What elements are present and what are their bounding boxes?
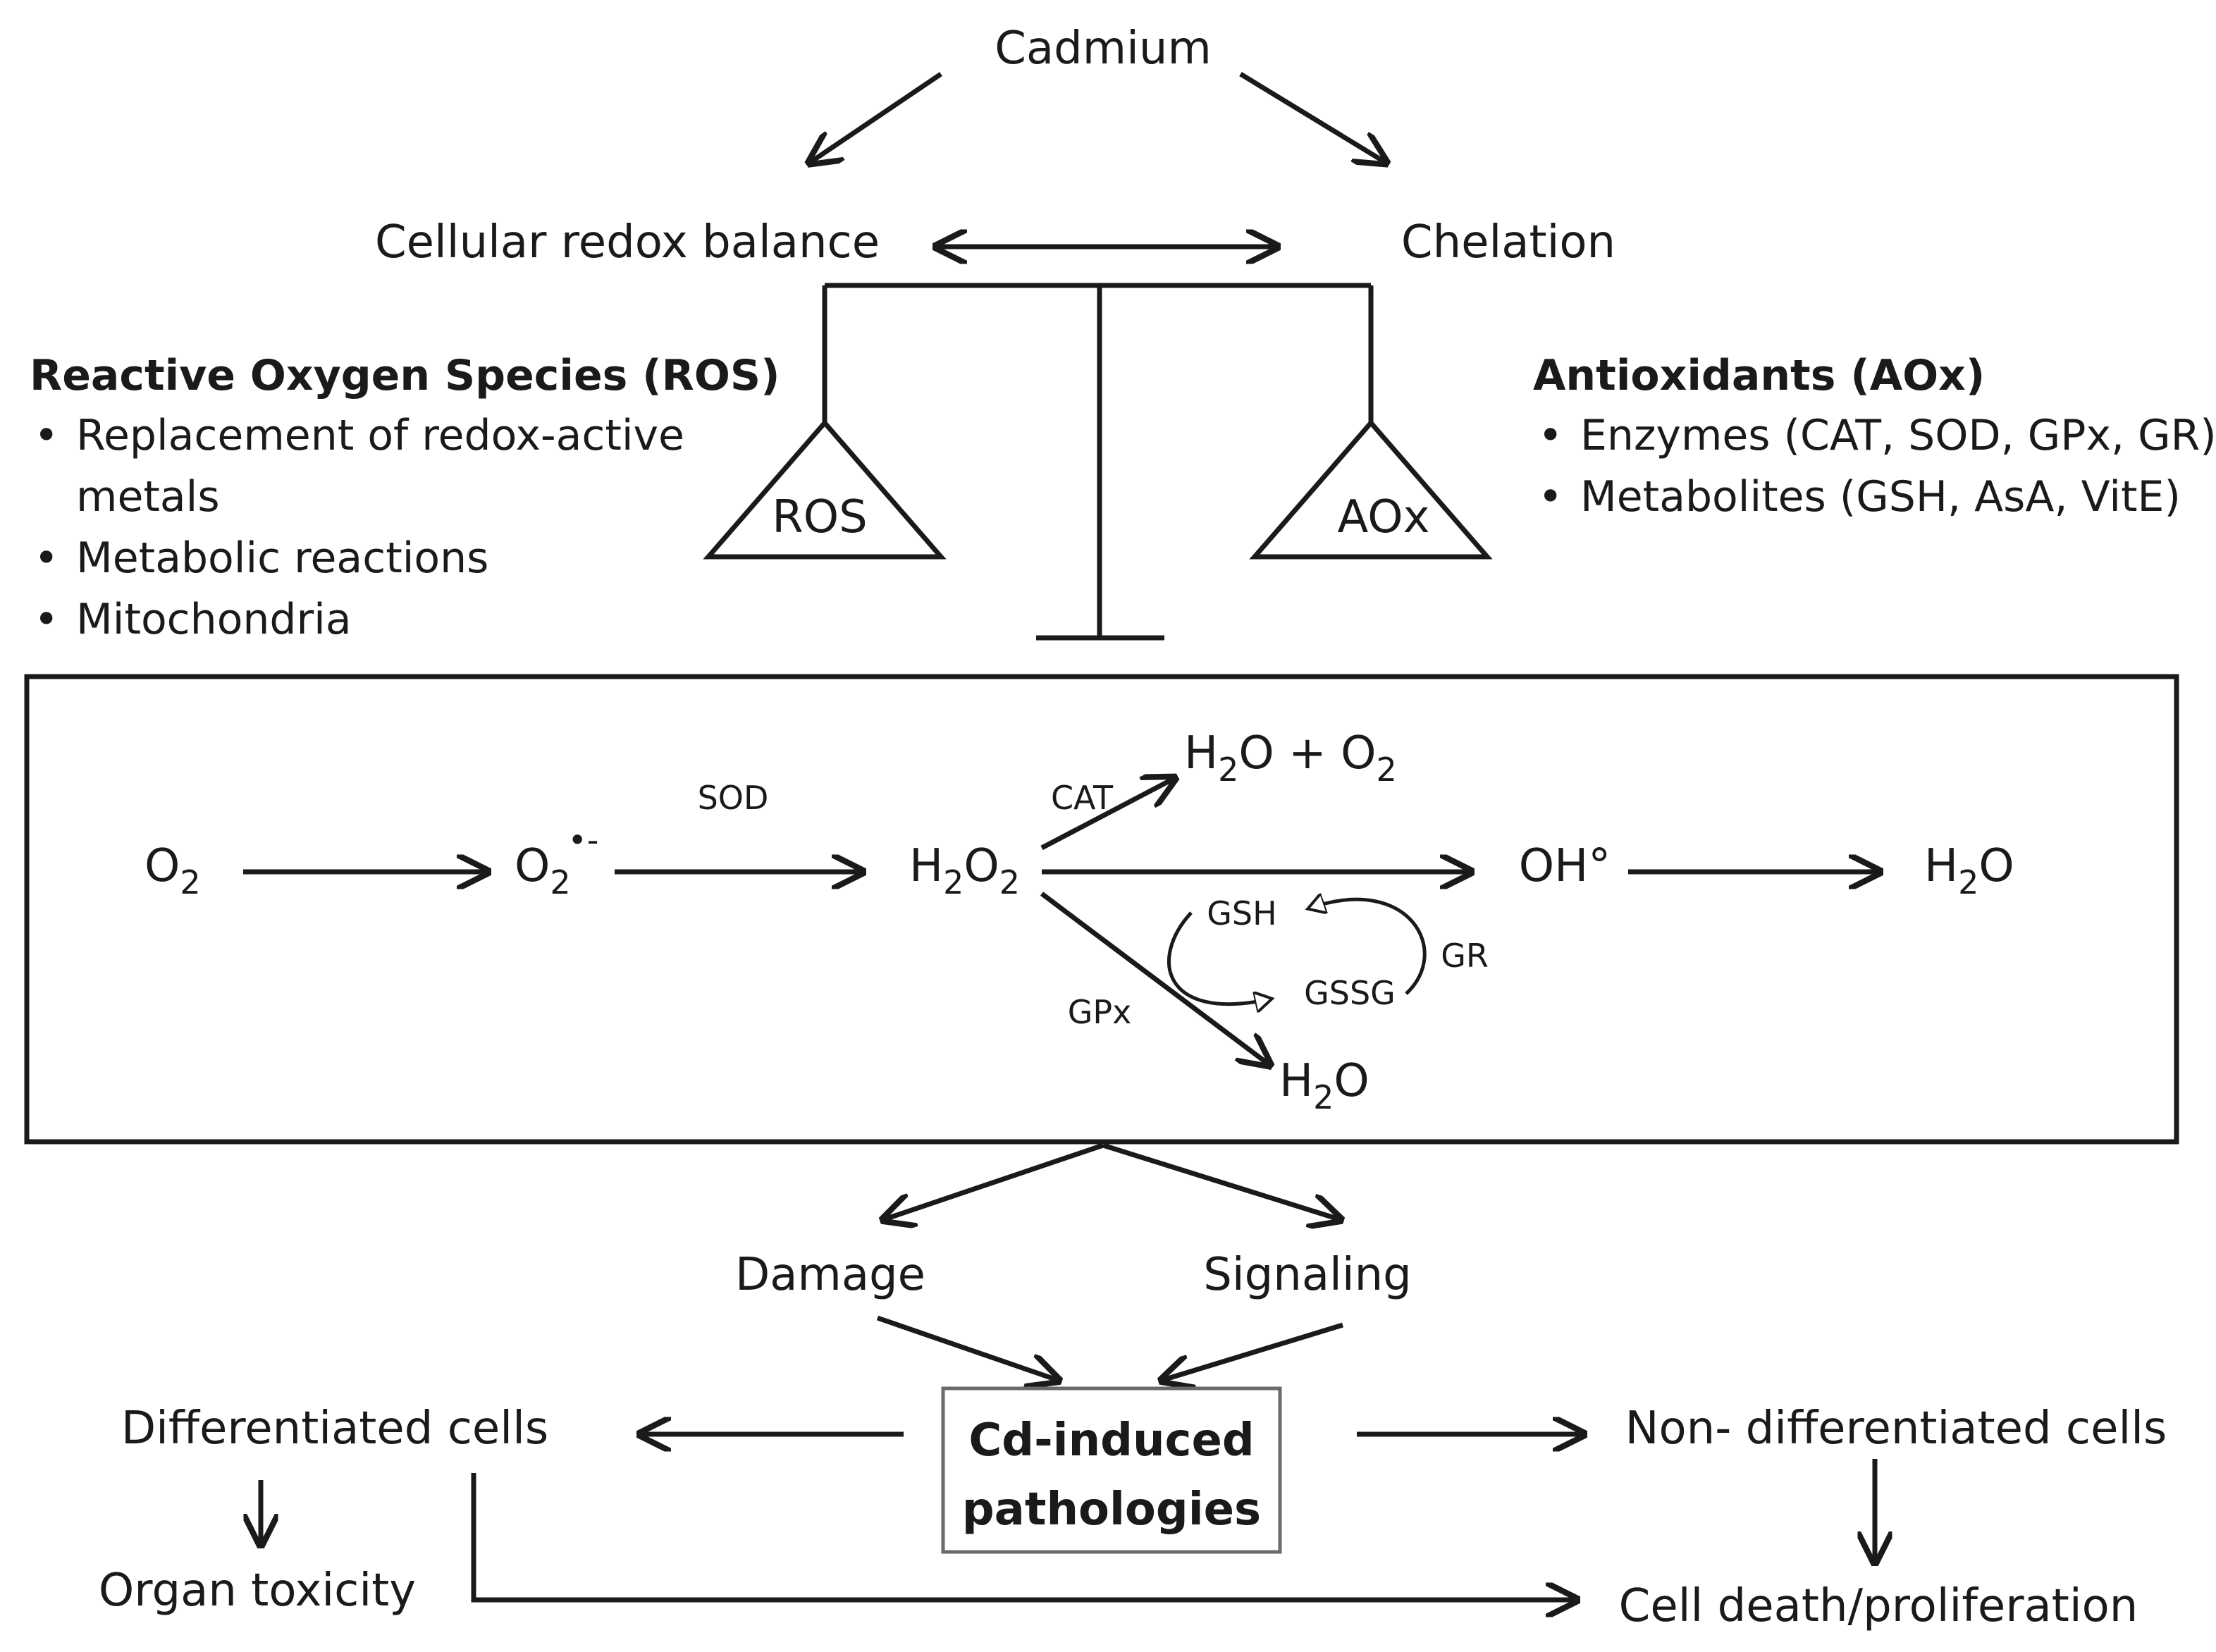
hydroxyl-radical-label: OH° (1519, 840, 1611, 892)
arrow-box-to-damage (885, 1142, 1104, 1219)
ros-triangle (703, 419, 947, 560)
arrow-damage-to-pathologies (876, 1315, 1057, 1380)
arrow-h2o2-to-cat-products (1040, 779, 1174, 851)
aox-list-title: Antioxidants (AOx) (1533, 351, 1985, 400)
damage-label: Damage (735, 1249, 925, 1301)
ros-list-title: Reactive Oxygen Species (ROS) (30, 351, 780, 400)
pathologies-line1: Cd-induced (968, 1414, 1254, 1467)
h2o2-label: H2O2 (909, 840, 1020, 901)
bullet: • (34, 411, 59, 460)
superoxide-label: O2•- (515, 821, 598, 901)
h2o-final-label: H2O (1924, 840, 2014, 901)
arrow-cadmium-to-redox (811, 72, 942, 162)
gsh-to-gssg-arrow (1167, 911, 1269, 1004)
ros-item-metals: metals (76, 472, 220, 522)
arrow-h2o2-to-h2o-gpx (1040, 892, 1269, 1064)
bullet: • (1538, 411, 1563, 460)
redox-balance-label: Cellular redox balance (375, 216, 880, 269)
bullet: • (1538, 472, 1563, 522)
ros-item-metabolic: Metabolic reactions (76, 534, 488, 583)
aox-triangle (1249, 419, 1493, 560)
gr-label: GR (1441, 937, 1489, 975)
cat-label: CAT (1051, 779, 1114, 817)
gssg-to-gsh-arrow (1311, 899, 1427, 995)
o2-label: O2 (144, 840, 201, 901)
sod-label: SOD (698, 779, 769, 817)
pathologies-line2: pathologies (962, 1484, 1261, 1536)
nondifferentiated-cells-label: Non- differentiated cells (1625, 1403, 2167, 1455)
bullet: • (34, 534, 59, 583)
gpx-label: GPx (1068, 993, 1132, 1031)
arrow-box-to-signaling (1102, 1142, 1339, 1219)
aox-triangle-label: AOx (1338, 491, 1430, 543)
ros-item-mitochondria: Mitochondria (76, 595, 352, 644)
organ-toxicity-label: Organ toxicity (99, 1565, 416, 1617)
differentiated-cells-label: Differentiated cells (121, 1403, 548, 1455)
h2o-gpx-label: H2O (1279, 1055, 1369, 1116)
pathway-box (24, 674, 2179, 1145)
aox-item-enzymes: Enzymes (CAT, SOD, GPx, GR) (1580, 411, 2216, 460)
h2o-plus-o2-label: H2O + O2 (1184, 727, 1397, 789)
aox-list: Antioxidants (AOx) • Enzymes (CAT, SOD, … (1533, 351, 2216, 522)
cadmium-label: Cadmium (995, 23, 1212, 75)
glutathione-cycle: GSH GSSG GR (1167, 894, 1489, 1012)
gssg-label: GSSG (1304, 974, 1396, 1012)
gsh-label: GSH (1207, 894, 1276, 932)
arrow-cadmium-to-chelation (1239, 72, 1385, 162)
balance-scale: ROS AOx (703, 283, 1493, 641)
chelation-label: Chelation (1401, 216, 1615, 269)
bullet: • (34, 595, 59, 644)
ros-triangle-label: ROS (772, 491, 867, 543)
ros-item-replacement: Replacement of redox-active (76, 411, 684, 460)
aox-item-metabolites: Metabolites (GSH, AsA, VitE) (1580, 472, 2181, 522)
signaling-label: Signaling (1203, 1249, 1412, 1301)
pathologies-box (941, 1386, 1282, 1554)
arrow-signaling-to-pathologies (1163, 1322, 1344, 1380)
cell-death-label: Cell death/proliferation (1619, 1580, 2138, 1632)
arrow-differentiated-to-death (471, 1473, 1575, 1600)
ros-list: Reactive Oxygen Species (ROS) • Replacem… (30, 351, 780, 644)
